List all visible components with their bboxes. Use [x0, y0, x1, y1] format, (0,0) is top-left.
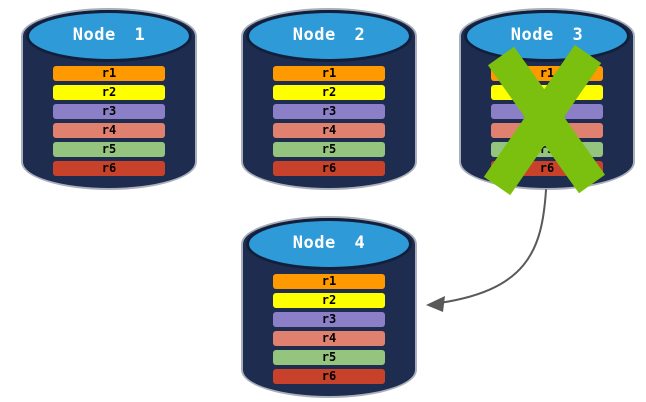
replication-arrow [426, 189, 547, 312]
replica-bar: r3 [273, 312, 385, 327]
replica-bar: r2 [53, 85, 165, 100]
replica-stack: r1 r2 r3 r4 r5 r6 [491, 66, 603, 180]
replica-bar: r6 [273, 161, 385, 176]
replica-bar: r4 [491, 123, 603, 138]
replica-bar: r4 [53, 123, 165, 138]
node-title: Node 2 [292, 25, 366, 45]
replica-bar: r5 [273, 142, 385, 157]
replica-bar: r3 [273, 104, 385, 119]
arrow-head [426, 296, 445, 312]
cylinder-top: Node 1 [26, 10, 192, 62]
replica-stack: r1 r2 r3 r4 r5 r6 [273, 66, 385, 180]
cylinder-top: Node 4 [246, 218, 412, 270]
replica-bar: r1 [491, 66, 603, 81]
replica-bar: r1 [273, 66, 385, 81]
cylinder-top: Node 2 [246, 10, 412, 62]
replica-bar: r3 [53, 104, 165, 119]
arrow-curve [431, 189, 547, 305]
node-2: Node 2 r1 r2 r3 r4 r5 r6 [241, 8, 417, 190]
node-3: Node 3 r1 r2 r3 r4 r5 r6 [459, 8, 635, 190]
replica-bar: r1 [53, 66, 165, 81]
replica-bar: r2 [273, 85, 385, 100]
node-1: Node 1 r1 r2 r3 r4 r5 r6 [21, 8, 197, 190]
replica-stack: r1 r2 r3 r4 r5 r6 [53, 66, 165, 180]
replica-bar: r1 [273, 274, 385, 289]
cylinder-top: Node 3 [464, 10, 630, 62]
replica-bar: r6 [53, 161, 165, 176]
replica-bar: r5 [491, 142, 603, 157]
node-title: Node 1 [72, 25, 146, 45]
replica-bar: r4 [273, 123, 385, 138]
node-title: Node 3 [510, 25, 584, 45]
replica-bar: r2 [273, 293, 385, 308]
replica-bar: r4 [273, 331, 385, 346]
replica-stack: r1 r2 r3 r4 r5 r6 [273, 274, 385, 388]
replica-bar: r3 [491, 104, 603, 119]
replica-bar: r5 [273, 350, 385, 365]
node-4: Node 4 r1 r2 r3 r4 r5 r6 [241, 216, 417, 398]
replica-bar: r6 [273, 369, 385, 384]
replica-bar: r5 [53, 142, 165, 157]
replica-bar: r6 [491, 161, 603, 176]
node-title: Node 4 [292, 233, 366, 253]
replica-bar: r2 [491, 85, 603, 100]
